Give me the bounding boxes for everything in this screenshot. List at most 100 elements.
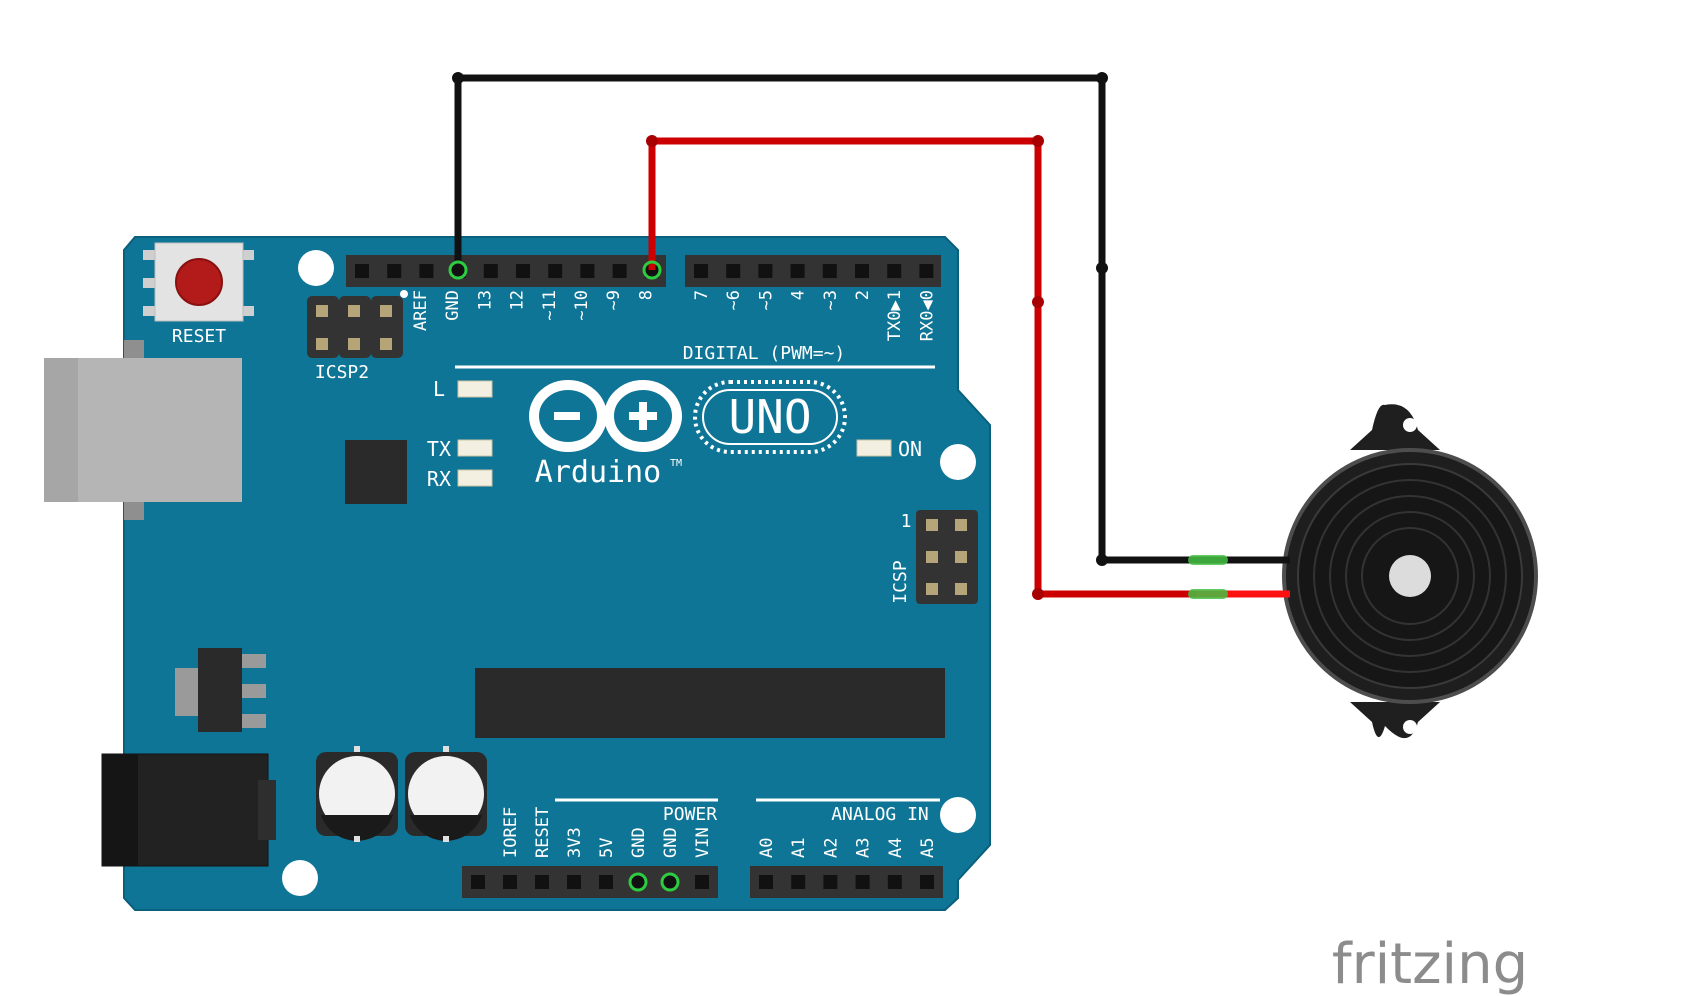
pin-label: 12	[508, 290, 528, 310]
usb-b-connector	[44, 340, 242, 520]
header-socket	[919, 264, 934, 278]
led-l-label: L	[433, 377, 445, 401]
pin-label: A1	[789, 838, 809, 858]
pin-label: 8	[636, 290, 656, 300]
pin-label: GND	[443, 290, 463, 321]
header-socket	[694, 264, 708, 278]
header-socket	[855, 875, 870, 889]
analog-pin-labels: A0 A1 A2 A3 A4 A5	[757, 838, 938, 858]
arduino-trademark: TM	[670, 458, 682, 469]
pin-label: 2	[853, 290, 873, 300]
connection-indicators	[448, 260, 1228, 892]
header-socket	[791, 875, 806, 889]
analog-header	[750, 866, 943, 898]
header-socket	[516, 264, 530, 278]
pin-label: IOREF	[501, 807, 521, 858]
pin-label: A5	[918, 838, 938, 858]
pin-label: TX0▶1	[885, 290, 905, 341]
header-socket	[759, 875, 773, 889]
power-label: POWER	[663, 804, 717, 825]
header-socket	[483, 264, 498, 278]
pin-label: ~10	[572, 290, 592, 321]
header-socket	[726, 264, 741, 278]
pin-label: RX0◀0	[917, 290, 937, 341]
pin-label: A0	[757, 838, 777, 858]
header-socket	[419, 264, 434, 278]
voltage-regulator	[175, 648, 266, 732]
pin-label: GND	[661, 827, 681, 858]
mounting-hole	[282, 860, 318, 896]
icsp-label: ICSP	[890, 560, 911, 604]
header-socket	[790, 264, 805, 278]
header-socket	[548, 264, 563, 278]
pin-label: A3	[854, 838, 874, 858]
pin-label: GND	[629, 827, 649, 858]
header-socket	[823, 875, 838, 889]
header-socket	[355, 264, 369, 278]
reset-button[interactable]	[143, 242, 254, 322]
led-tx-label: TX	[427, 437, 451, 461]
pin-label: VIN	[693, 827, 713, 858]
digital-header-right	[685, 255, 941, 287]
pin-label: ~11	[540, 290, 560, 321]
header-socket	[758, 264, 773, 278]
header-socket	[503, 875, 517, 889]
led-tx	[457, 439, 493, 457]
pin-label: A4	[886, 838, 906, 858]
header-socket	[822, 264, 837, 278]
header-socket	[387, 264, 402, 278]
header-socket	[631, 875, 645, 889]
header-socket	[567, 875, 581, 889]
digital-pin-labels-right: 7 ~6 ~5 4 ~3 2 TX0▶1 RX0◀0	[692, 290, 937, 341]
icsp-header	[916, 510, 978, 604]
led-rx	[457, 469, 493, 487]
header-socket	[580, 264, 595, 278]
pin-label: RESET	[533, 807, 553, 858]
pin-label: 7	[692, 290, 712, 300]
icsp2-header	[307, 290, 408, 358]
header-socket	[920, 875, 934, 889]
header-socket	[887, 264, 902, 278]
header-socket	[663, 875, 677, 889]
dc-barrel-jack	[101, 753, 276, 867]
header-socket	[887, 875, 902, 889]
pin-label: ~5	[756, 290, 776, 310]
pin-label: A2	[821, 838, 841, 858]
analog-label: ANALOG IN	[831, 804, 929, 825]
mounting-hole	[940, 797, 976, 833]
led-on-label: ON	[898, 437, 922, 461]
header-socket	[855, 264, 869, 278]
digital-label: DIGITAL (PWM=~)	[683, 343, 846, 364]
header-socket	[612, 264, 627, 278]
header-socket	[695, 875, 709, 889]
pin-label: 3V3	[565, 827, 585, 858]
power-header	[462, 866, 718, 898]
digital-header-left	[346, 255, 666, 287]
pin-label: 4	[789, 290, 809, 300]
fritzing-watermark: fritzing	[1332, 932, 1528, 996]
mounting-hole	[298, 250, 334, 286]
led-rx-label: RX	[427, 467, 451, 491]
header-socket	[535, 875, 549, 889]
pin-label: ~6	[724, 290, 744, 310]
led-on	[856, 439, 892, 457]
pin-label: 13	[475, 290, 495, 310]
mounting-hole	[940, 444, 976, 480]
pin-label: ~3	[821, 290, 841, 310]
reset-label: RESET	[172, 326, 226, 347]
uno-badge	[693, 380, 847, 454]
wire-gnd	[452, 72, 1284, 566]
atmega328p-chip	[475, 668, 945, 738]
pin-label: ~9	[604, 290, 624, 310]
icsp-pin1-label: 1	[901, 511, 912, 532]
header-socket	[471, 875, 485, 889]
uno-text: UNO	[728, 390, 811, 444]
wire-signal-pin-8	[646, 135, 1284, 600]
led-l	[457, 380, 493, 398]
arduino-infinity-logo	[529, 380, 682, 452]
capacitor	[316, 746, 398, 842]
capacitor	[405, 746, 487, 842]
